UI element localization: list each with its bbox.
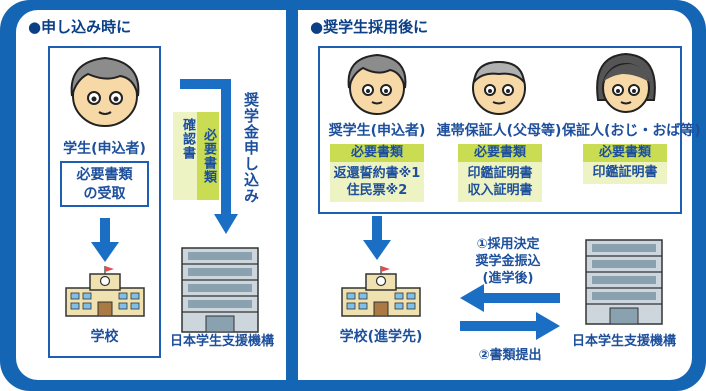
scholar-label: 奨学生(申込者) bbox=[328, 123, 426, 139]
destination-school-label: 学校(進学先) bbox=[339, 329, 423, 345]
step1-line3: (進学後) bbox=[482, 271, 534, 286]
scholar-doc-1: 返還誓約書※1 bbox=[333, 166, 421, 181]
student-face-icon bbox=[70, 56, 140, 127]
scholar-docs-header: 必要書類 bbox=[330, 144, 424, 162]
step2-text: ②書類提出 bbox=[478, 348, 542, 363]
jasso-building-icon bbox=[181, 247, 259, 333]
application-panel-title: ●申し込み時に bbox=[28, 18, 132, 36]
down-arrow-icon bbox=[91, 218, 119, 262]
guarantor-relative-docs-box: 印鑑証明書 bbox=[583, 162, 667, 184]
guarantor-parent-doc-2: 収入証明書 bbox=[467, 183, 533, 198]
guarantor-relative-label: 保証人(おじ・おば等) bbox=[562, 123, 701, 139]
guarantor-parent-docs-header: 必要書類 bbox=[458, 144, 542, 162]
docs-receive-line2: の受取 bbox=[83, 186, 126, 202]
school-building-icon bbox=[65, 266, 145, 317]
scholar-doc-2: 住民票※2 bbox=[346, 183, 408, 198]
jasso-label-right: 日本学生支援機構 bbox=[571, 334, 676, 349]
documents-frame bbox=[318, 46, 682, 214]
step1-line2: 奨学金振込 bbox=[475, 254, 541, 269]
docs-receive-line1: 必要書類 bbox=[76, 167, 133, 183]
school-building-icon bbox=[341, 266, 421, 317]
guarantor-relative-doc-1: 印鑑証明書 bbox=[592, 165, 658, 180]
confirm-doc-header: 必要書類 bbox=[197, 112, 219, 200]
down-arrow-icon bbox=[363, 216, 391, 260]
jasso-building-icon bbox=[585, 239, 663, 325]
jasso-label: 日本学生支援機構 bbox=[169, 334, 274, 349]
docs-receive-box: 必要書類 の受取 bbox=[60, 161, 149, 207]
apply-arrow-icon bbox=[180, 79, 238, 234]
guarantor-parent-label: 連帯保証人(父母等) bbox=[436, 123, 562, 139]
guarantor-parent-doc-1: 印鑑証明書 bbox=[467, 166, 533, 181]
guarantor-parent-face-icon bbox=[472, 60, 526, 115]
guarantor-relative-face-icon bbox=[596, 52, 656, 113]
scholar-docs-box: 返還誓約書※1 住民票※2 bbox=[330, 162, 424, 202]
after-adoption-panel-title: ●奨学生採用後に bbox=[310, 18, 429, 36]
student-frame bbox=[48, 46, 161, 358]
arrow-left-icon bbox=[460, 284, 560, 312]
guarantor-parent-docs-box: 印鑑証明書 収入証明書 bbox=[458, 162, 542, 202]
arrow-right-icon bbox=[460, 312, 560, 340]
student-label: 学生(申込者) bbox=[63, 141, 146, 157]
scholar-face-icon bbox=[347, 53, 407, 115]
school-label: 学校 bbox=[90, 329, 119, 345]
confirm-doc-text: 確認書 bbox=[180, 118, 195, 160]
step1-line1: ①採用決定 bbox=[476, 237, 540, 252]
guarantor-relative-docs-header: 必要書類 bbox=[583, 144, 667, 162]
step1-text: ①採用決定 奨学金振込 (進学後) bbox=[460, 236, 556, 287]
apply-label: 奨学金申し込み bbox=[242, 92, 260, 204]
